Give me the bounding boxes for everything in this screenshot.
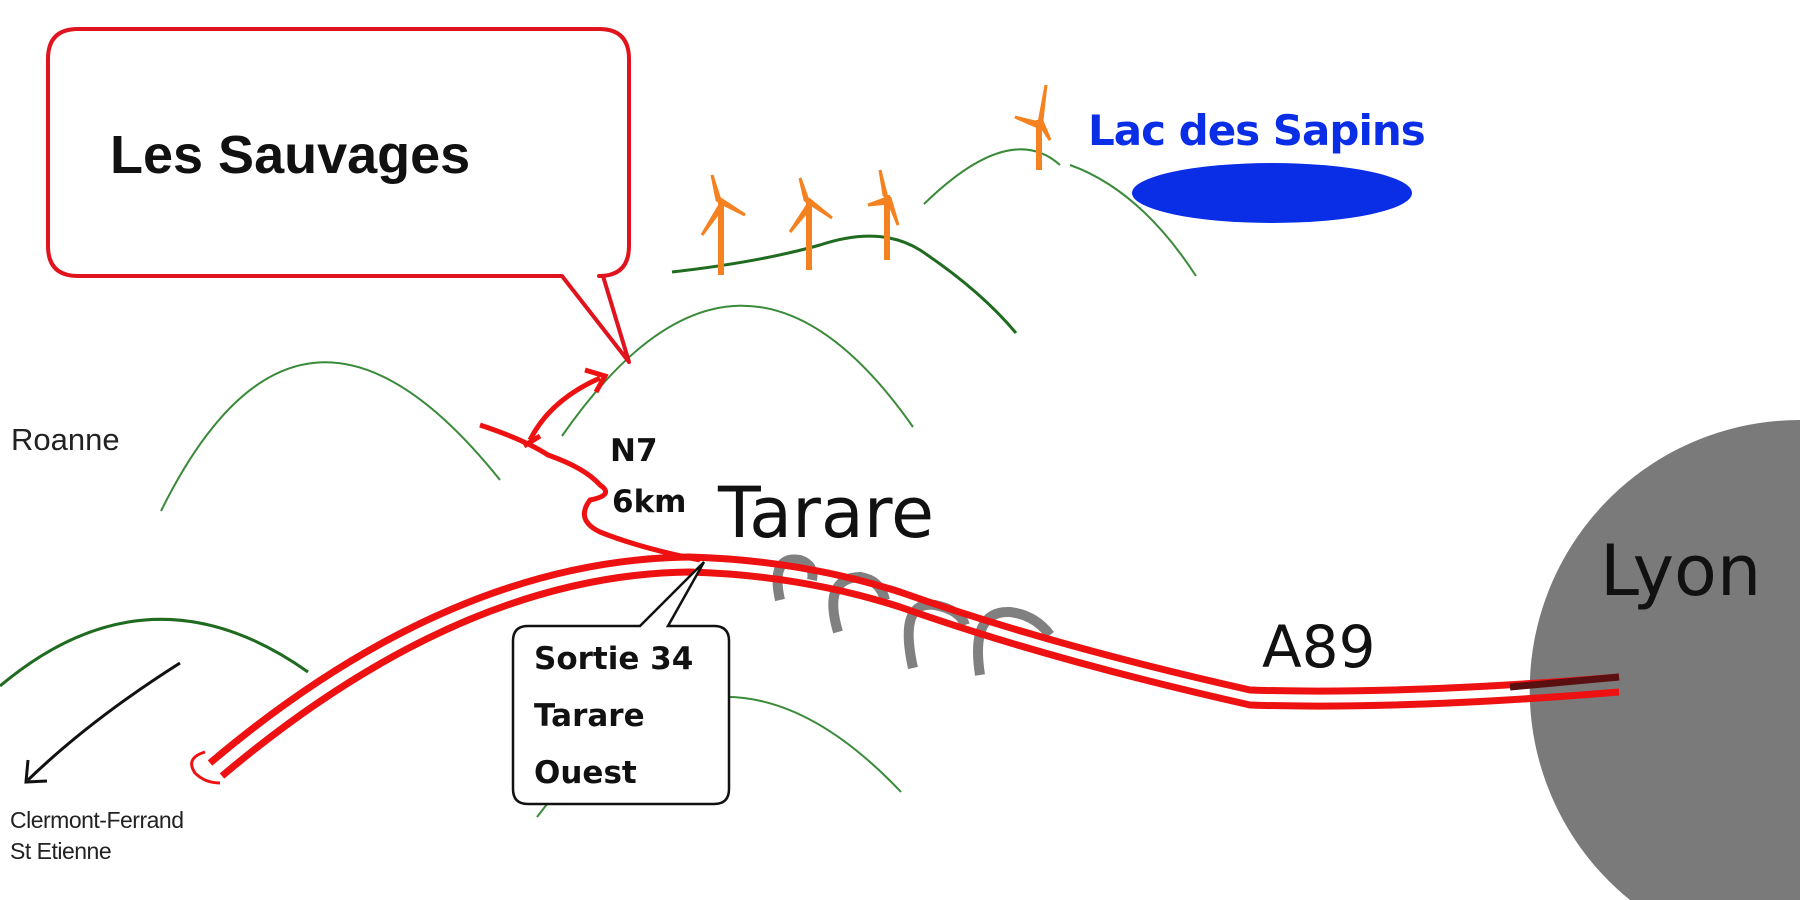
hill	[0, 617, 309, 688]
viaducts	[772, 554, 1054, 676]
hill	[561, 304, 914, 437]
a89-label: A89	[1262, 613, 1376, 681]
road-n7	[479, 367, 701, 563]
wind-turbine-icon	[700, 174, 746, 275]
title-label: Les Sauvages	[110, 125, 471, 185]
hill-ridge	[671, 234, 1018, 334]
clermont-label: Clermont-Ferrand	[10, 807, 184, 833]
arch-icon	[973, 606, 1054, 676]
n7-label: N7	[610, 433, 658, 469]
arrow-southwest-icon	[24, 661, 181, 784]
roanne-label: Roanne	[11, 422, 120, 457]
lake-label: Lac des Sapins	[1088, 106, 1426, 155]
wind-turbine-icon	[1014, 84, 1052, 170]
lyon-city-area	[1529, 419, 1800, 900]
motorway-a89	[190, 553, 1620, 785]
tarare-label: Tarare	[718, 472, 935, 554]
wind-turbine-icon	[867, 169, 900, 260]
exit-sign-line1: Sortie 34	[534, 641, 694, 677]
title-callout	[46, 27, 631, 364]
distance-label: 6km	[612, 484, 687, 520]
lake-shape	[1132, 163, 1412, 223]
wind-turbines	[700, 84, 1052, 275]
exit-sign-line2: Tarare	[534, 698, 645, 734]
lyon-label: Lyon	[1600, 530, 1762, 612]
hill	[160, 361, 501, 512]
hill	[923, 148, 1197, 277]
exit-sign-line3: Ouest	[534, 755, 637, 791]
wind-turbine-icon	[788, 177, 833, 270]
st-etienne-label: St Etienne	[10, 838, 112, 864]
exit-sign-callout	[511, 561, 731, 806]
